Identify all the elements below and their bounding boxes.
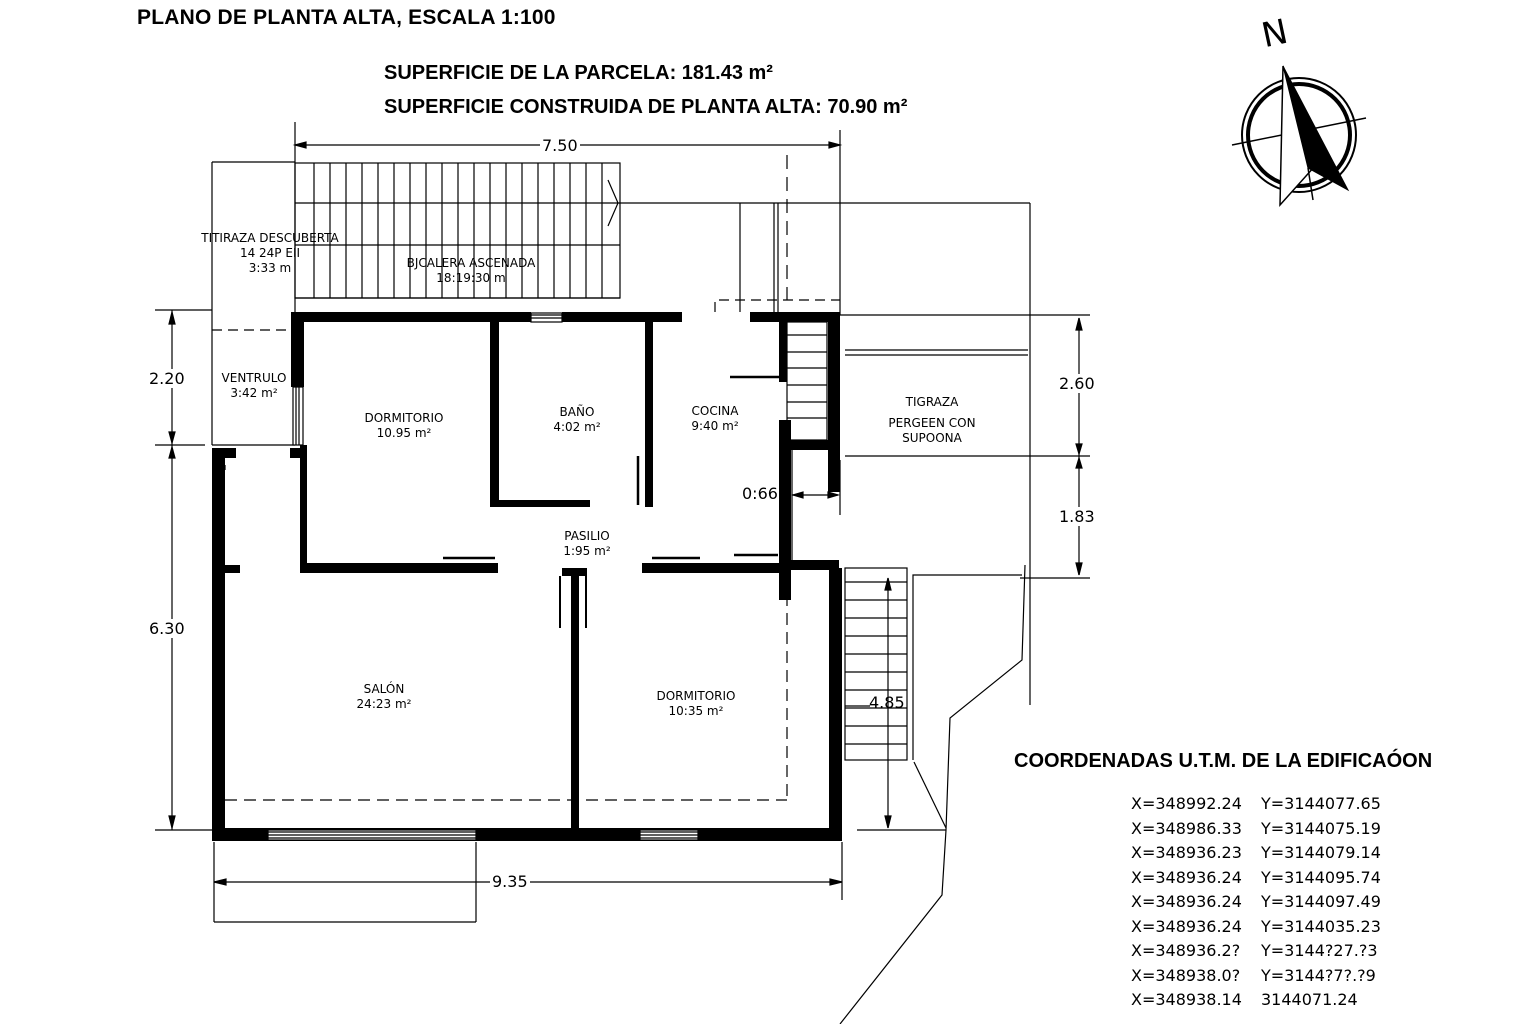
- room-name: VENTRULO: [221, 371, 287, 385]
- room-dormitorio-2: DORMITORIO 10:35 m²: [656, 689, 735, 719]
- room-area: 18:19:30 m: [436, 271, 506, 285]
- room-name: SALÓN: [363, 682, 405, 696]
- room-subtitle-2: SUPOONA: [902, 431, 962, 445]
- room-area: 1:95 m²: [563, 544, 611, 558]
- dimension-right-upper: 2.60: [1057, 374, 1097, 393]
- room-name: PASILIO: [564, 529, 610, 543]
- dimension-top-width: 7.50: [540, 136, 580, 155]
- coordinate-row: X=348938.0?Y=3144?7?.?9: [1131, 965, 1376, 985]
- room-name: BAÑO: [559, 405, 595, 419]
- room-subtitle: 14 24P EII: [239, 246, 301, 260]
- room-area: 4:02 m²: [553, 420, 601, 434]
- room-vestibulo: VENTRULO 3:42 m²: [222, 371, 287, 401]
- dimension-right-lower: 1.83: [1057, 507, 1097, 526]
- room-area: 10.95 m²: [376, 426, 432, 440]
- room-area: 24:23 m²: [356, 697, 412, 711]
- room-cocina: COCINA 9:40 m²: [691, 404, 738, 434]
- room-dormitorio-1: DORMITORIO 10.95 m²: [364, 411, 443, 441]
- room-bano: BAÑO 4:02 m²: [553, 405, 600, 435]
- dimension-stair-length: 4.85: [869, 693, 905, 712]
- room-terraza: TIGRAZA PERGEEN CON SUPOONA: [888, 395, 975, 446]
- room-name: DORMITORIO: [656, 689, 736, 703]
- dimension-left-upper: 2.20: [147, 369, 187, 388]
- coordinate-row: X=348936.2?Y=3144?27.?3: [1131, 941, 1378, 960]
- room-name: TITIRAZA DESCUBERTA: [201, 231, 339, 245]
- plan-title: PLANO DE PLANTA ALTA, ESCALA 1:100: [137, 6, 556, 29]
- room-escalera: BJCALERA ASCENADA 18:19:30 m: [407, 256, 536, 286]
- room-area: 3:42 m²: [230, 386, 278, 400]
- room-salon: SALÓN 24:23 m²: [357, 682, 412, 712]
- north-arrow-icon: [1231, 65, 1367, 208]
- dimension-left-lower: 6.30: [147, 619, 187, 638]
- room-terraza-descubierta: TITIRAZA DESCUBERTA 14 24P EII 3:33 m: [201, 231, 339, 276]
- room-area: 10:35 m²: [668, 704, 724, 718]
- room-name: DORMITORIO: [364, 411, 444, 425]
- room-name: COCINA: [691, 404, 739, 418]
- dimension-kitchen-gap: 0:66: [742, 484, 778, 503]
- room-area: 3:33 m: [248, 261, 292, 275]
- room-subtitle: PERGEEN CON: [888, 416, 976, 430]
- room-pasillo: PASILIO 1:95 m²: [563, 529, 610, 559]
- dimension-bottom-width: 9.35: [490, 872, 530, 891]
- coordinates-title: COORDENADAS U.T.M. DE LA EDIFICAÓON: [1014, 750, 1433, 772]
- room-area: 9:40 m²: [691, 419, 739, 433]
- parcel-area-label: SUPERFICIE DE LA PARCELA: 181.43 m²: [384, 62, 773, 84]
- room-name: TIGRAZA: [905, 395, 959, 409]
- room-name: BJCALERA ASCENADA: [406, 256, 536, 270]
- built-area-label: SUPERFICIE CONSTRUIDA DE PLANTA ALTA: 70…: [384, 96, 908, 118]
